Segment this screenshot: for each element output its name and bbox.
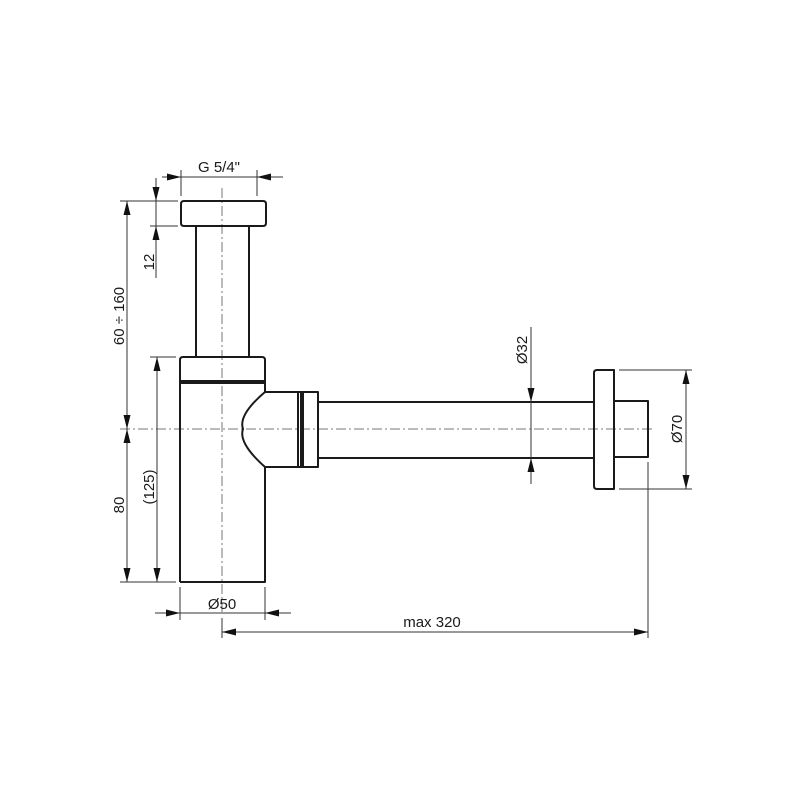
dim-adjustable-height: 60 ÷ 160: [111, 201, 131, 429]
dim-max-length: max 320: [221, 462, 649, 638]
arrow-icon: [527, 458, 535, 472]
arrow-icon: [123, 568, 131, 582]
body-diameter-label: Ø50: [208, 596, 236, 613]
arrow-icon: [682, 370, 690, 384]
outlet-height-label: 80: [111, 497, 128, 514]
body-lower: [180, 467, 266, 583]
dim-body-height: (125): [141, 356, 176, 582]
arrow-icon: [634, 628, 648, 636]
pipe-diameter-label: Ø32: [514, 336, 531, 364]
body-height-label: (125): [141, 469, 158, 504]
cap-height-label: 12: [141, 254, 158, 271]
trap-body: [179, 200, 649, 583]
dim-rosette-diameter: Ø70: [619, 369, 692, 490]
center-lines: [120, 188, 655, 615]
arrow-icon: [222, 628, 236, 636]
arrow-icon: [265, 609, 279, 617]
arrow-icon: [167, 173, 181, 181]
arrow-icon: [527, 388, 535, 402]
max-length-label: max 320: [403, 614, 461, 631]
arrow-icon: [257, 173, 271, 181]
thread-label: G 5/4": [198, 159, 240, 176]
body-upper: [179, 356, 266, 582]
dim-body-diameter: Ø50: [155, 587, 291, 620]
wall-rosette: [593, 369, 615, 490]
rosette-diameter-label: Ø70: [669, 415, 686, 443]
arrow-icon: [153, 568, 161, 582]
top-cap: [180, 200, 267, 227]
arrow-icon: [123, 429, 131, 443]
arrow-icon: [166, 609, 180, 617]
arrow-icon: [123, 201, 131, 215]
wall-stub: [614, 400, 649, 458]
arrow-icon: [123, 415, 131, 429]
dim-cap-height: 12: [120, 178, 178, 278]
branch-curve: [241, 391, 266, 468]
dim-thread: G 5/4": [162, 159, 283, 196]
outlet-nut: [297, 391, 319, 468]
arrow-icon: [152, 187, 160, 201]
dim-pipe-diameter: Ø32: [514, 327, 535, 484]
arrow-icon: [152, 226, 160, 240]
dim-outlet-height: 80: [111, 429, 176, 583]
arrow-icon: [682, 475, 690, 489]
arrow-icon: [153, 357, 161, 371]
adjustable-height-label: 60 ÷ 160: [111, 287, 128, 345]
